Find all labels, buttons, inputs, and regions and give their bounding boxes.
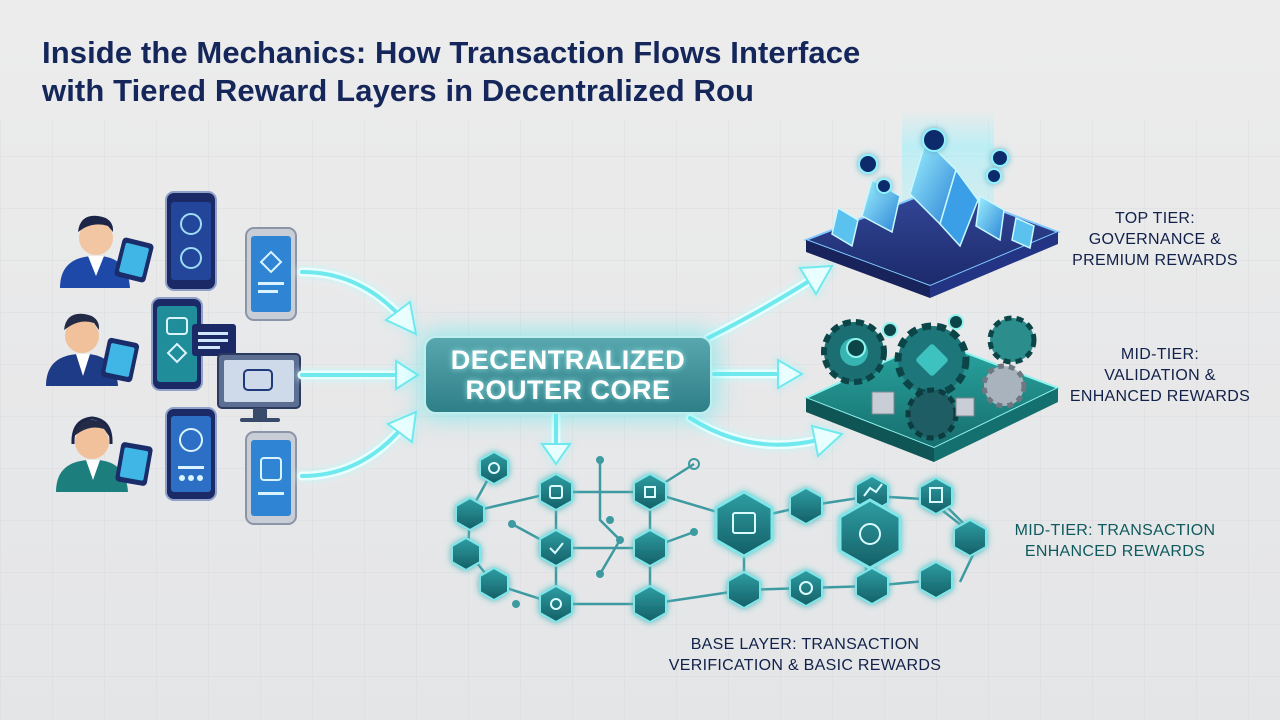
top-tier-label: TOP TIER: GOVERNANCE & PREMIUM REWARDS	[1040, 208, 1270, 271]
smartphone-icon	[166, 408, 216, 500]
smartphone-icon	[166, 192, 216, 290]
mid-tier-label-line-3: ENHANCED REWARDS	[1050, 386, 1270, 407]
top-tier-label-line-1: TOP TIER:	[1040, 208, 1270, 229]
mid-tier-label: MID-TIER: VALIDATION & ENHANCED REWARDS	[1050, 344, 1270, 407]
base-layer-label-line-1: BASE LAYER: TRANSACTION	[640, 634, 970, 655]
mid-tier-label-line-2: VALIDATION &	[1050, 365, 1270, 386]
mid-tier-transaction-label-line-1: MID-TIER: TRANSACTION	[1010, 520, 1220, 541]
smartphone-icon	[246, 432, 296, 524]
mid-tier-label-line-1: MID-TIER:	[1050, 344, 1270, 365]
smartphone-icon	[246, 228, 296, 320]
router-core-line-1: DECENTRALIZED	[451, 345, 686, 375]
top-tier-label-line-2: GOVERNANCE &	[1040, 229, 1270, 250]
base-layer-label-line-2: VERIFICATION & BASIC REWARDS	[640, 655, 970, 676]
tablet-icon	[192, 324, 236, 356]
mid-tier-transaction-label-line-2: ENHANCED REWARDS	[1010, 541, 1220, 562]
base-layer-label: BASE LAYER: TRANSACTION VERIFICATION & B…	[640, 634, 970, 676]
router-core-box: DECENTRALIZED ROUTER CORE	[424, 336, 712, 414]
top-tier-label-line-3: PREMIUM REWARDS	[1040, 250, 1270, 271]
router-core-line-2: ROUTER CORE	[465, 375, 670, 405]
mid-tier-transaction-label: MID-TIER: TRANSACTION ENHANCED REWARDS	[1010, 520, 1220, 562]
